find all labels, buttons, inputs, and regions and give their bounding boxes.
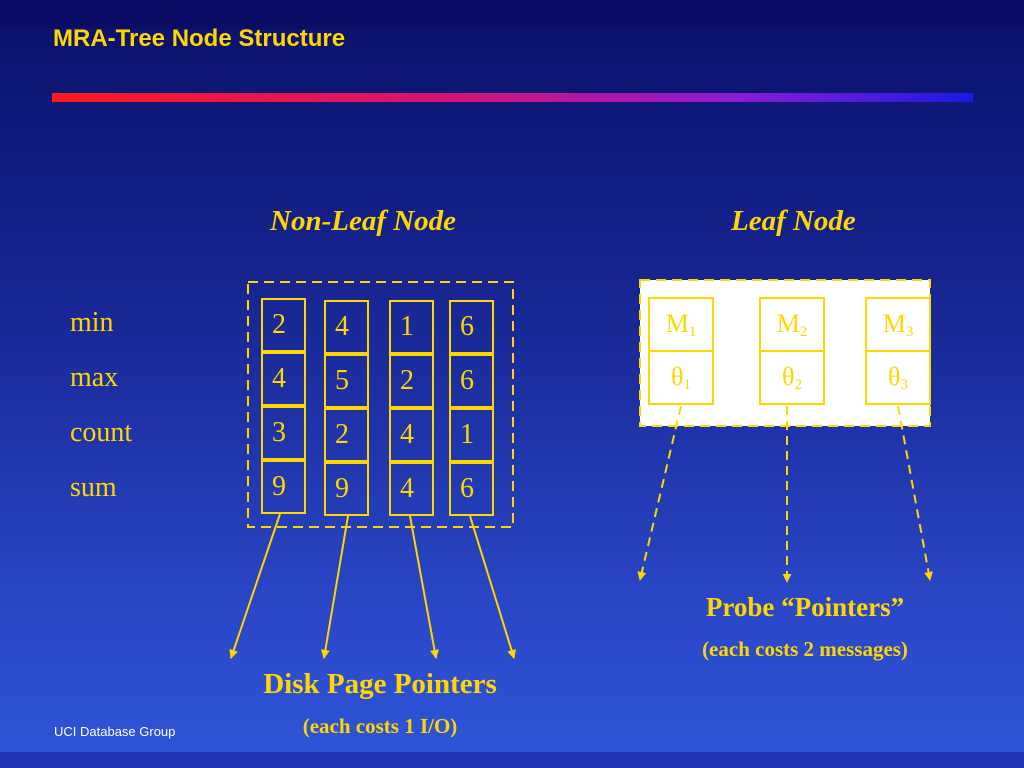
disk-pointer-arrow-3: [409, 515, 439, 659]
leaf-entry-1-theta-base: θ: [671, 362, 684, 391]
nonleaf-cell-c4-min: 6: [449, 300, 494, 354]
title-gradient-rule: [52, 93, 973, 102]
probe-pointer-arrow-3: [897, 405, 933, 581]
disk-page-pointers-cost: (each costs 1 I/O): [302, 714, 458, 738]
nonleaf-header: Non-Leaf Node: [270, 205, 457, 237]
nonleaf-cell-c3-sum: 4: [389, 462, 434, 516]
row-label-count: count: [70, 417, 133, 448]
leaf-entry-3-theta-base: θ: [888, 362, 901, 391]
probe-pointers-cost: (each costs 2 messages): [702, 637, 908, 661]
leaf-entry-2-theta-sub: 2: [794, 377, 802, 393]
footer-org-name: UCI Database Group: [54, 724, 176, 739]
nonleaf-cell-c2-sum: 9: [324, 462, 369, 516]
leaf-entry-3-model-base: M: [882, 309, 906, 338]
leaf-header: Leaf Node: [731, 205, 856, 237]
leaf-entry-2-theta: θ2: [759, 350, 825, 405]
nonleaf-cell-c1-sum: 9: [261, 460, 306, 514]
nonleaf-cell-c3-count: 4: [389, 408, 434, 462]
slide-title: MRA-Tree Node Structure: [53, 25, 346, 52]
nonleaf-cell-c2-min: 4: [324, 300, 369, 354]
nonleaf-cell-c3-min: 1: [389, 300, 434, 354]
row-label-sum: sum: [70, 472, 117, 503]
leaf-entry-2-model-sub: 2: [799, 324, 808, 340]
leaf-entry-1-model-sub: 1: [688, 324, 697, 340]
nonleaf-cell-c1-count: 3: [261, 406, 306, 460]
disk-pointer-arrow-1: [229, 513, 281, 659]
bottom-band: [0, 752, 1024, 768]
nonleaf-cell-c4-count: 1: [449, 408, 494, 462]
leaf-entry-3-model: M3: [865, 297, 931, 352]
leaf-entry-3-model-sub: 3: [905, 324, 914, 340]
nonleaf-cell-c4-max: 6: [449, 354, 494, 408]
nonleaf-cell-c1-max: 4: [261, 352, 306, 406]
disk-pointer-arrow-4: [469, 515, 516, 659]
leaf-entry-2-model-base: M: [776, 309, 800, 338]
probe-pointer-arrow-1: [637, 405, 682, 581]
nonleaf-cell-c2-max: 5: [324, 354, 369, 408]
nonleaf-dashed-border: [247, 281, 514, 528]
probe-pointers-caption: Probe “Pointers”: [705, 592, 905, 622]
nonleaf-cell-c3-max: 2: [389, 354, 434, 408]
leaf-entry-1-theta-sub: 1: [683, 377, 691, 393]
leaf-entry-1-theta: θ1: [648, 350, 714, 405]
nonleaf-cell-c2-count: 2: [324, 408, 369, 462]
leaf-dashed-border: [639, 279, 931, 427]
top-band: [0, 0, 1024, 28]
nonleaf-cell-c1-min: 2: [261, 298, 306, 352]
leaf-entry-1-model-base: M: [665, 309, 689, 338]
disk-pointer-arrow-2: [320, 515, 349, 659]
disk-page-pointers-caption: Disk Page Pointers: [263, 668, 497, 700]
nonleaf-cell-c4-sum: 6: [449, 462, 494, 516]
row-label-max: max: [70, 362, 119, 393]
leaf-entry-1-model: M1: [648, 297, 714, 352]
row-label-min: min: [70, 307, 114, 338]
leaf-entry-3-theta-sub: 3: [900, 377, 908, 393]
leaf-entry-2-theta-base: θ: [782, 362, 795, 391]
